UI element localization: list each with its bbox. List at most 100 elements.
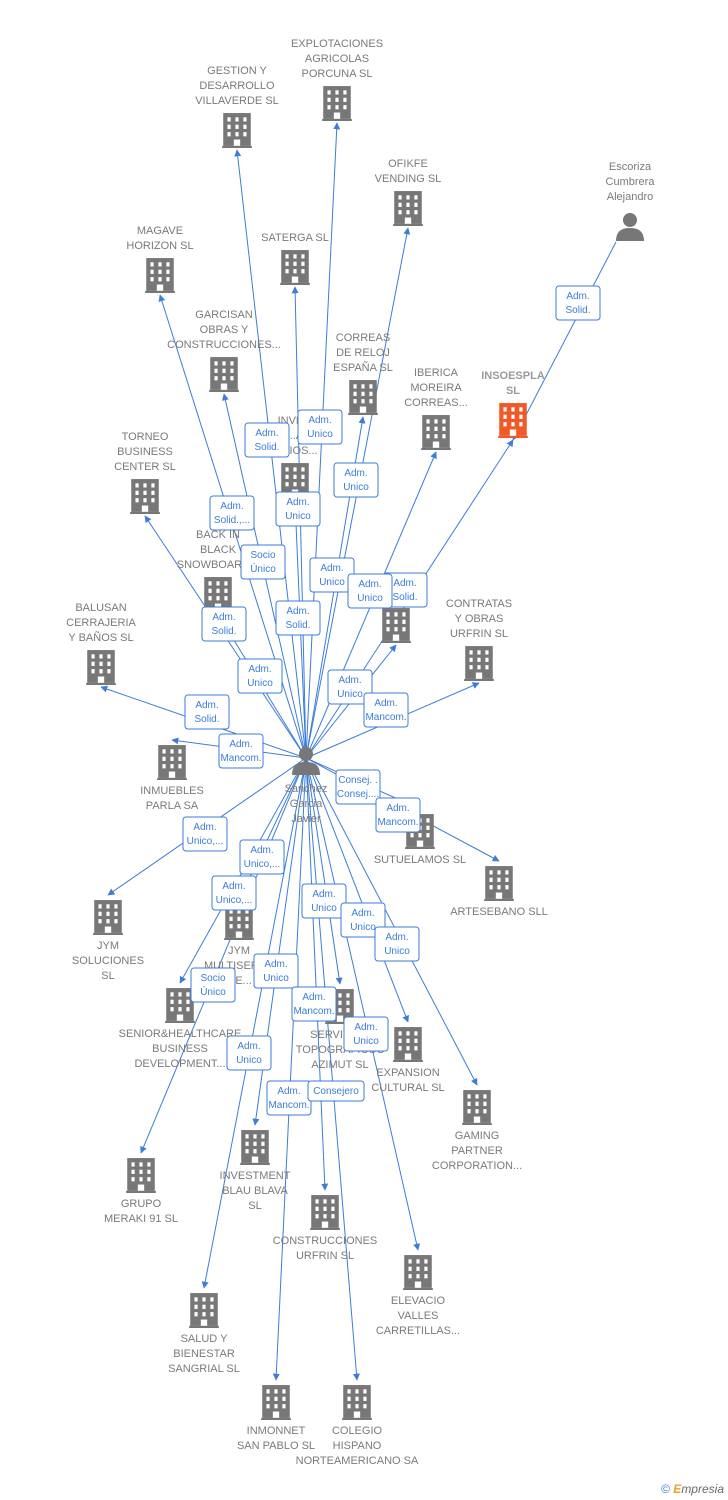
edge-label-text: Solid. (254, 442, 279, 453)
node-label: SUTUELAMOS SL (374, 854, 466, 866)
edge-label-text: Adm. (229, 739, 252, 750)
building-icon (342, 1385, 372, 1420)
edge-label-explotaciones[interactable]: Adm.Unico (297, 409, 343, 445)
edge-label-inmonnet[interactable]: Adm.Mancom. (266, 1080, 312, 1116)
company-node-elevacio[interactable]: ELEVACIOVALLESCARRETILLAS... (376, 1255, 460, 1337)
edge-label-ofikfe[interactable]: Adm.Unico (333, 462, 379, 498)
edge-label-saterga[interactable]: Adm.Unico (275, 491, 321, 527)
edge-label-gestion[interactable]: Adm.Solid. (244, 422, 290, 458)
company-node-saterga[interactable]: SATERGA SL (261, 232, 329, 285)
edge-label-text: Solid. (565, 305, 590, 316)
edge-label-construcciones_urfrin[interactable]: Adm.Mancom. (291, 986, 337, 1022)
building-icon (464, 646, 494, 681)
node-label: BLACK (200, 544, 237, 556)
edge-label-iberica[interactable]: Adm.Unico (347, 573, 393, 609)
edge-label-expansion[interactable]: Adm.Unico (340, 902, 386, 938)
edge-label-contratas[interactable]: Adm.Mancom. (363, 692, 409, 728)
edge-label-balusan[interactable]: Adm.Solid. (184, 694, 230, 730)
edge-label-jym_multi[interactable]: Adm.Unico,... (239, 839, 285, 875)
node-label: PORCUNA SL (302, 68, 373, 80)
edge-label-inmuebles[interactable]: Adm. Mancom. (218, 733, 264, 769)
building-icon (209, 357, 239, 392)
edge-label-senior[interactable]: Adm.Unico,... (211, 875, 257, 911)
edge-label-torneo[interactable]: Adm.Solid. (201, 606, 247, 642)
edge-escoriza-insoespla (512, 241, 617, 441)
edge-label-text: Adm. (344, 468, 367, 479)
building-icon (310, 1195, 340, 1230)
edge-label-magave[interactable]: Adm.Solid.,... (209, 495, 255, 531)
edge-label-text: Unico (307, 429, 333, 440)
edge-label-text: Único (250, 562, 276, 575)
node-label: URFRIN SL (296, 1250, 354, 1262)
node-label: INMONNET (247, 1425, 306, 1437)
company-node-artesebano[interactable]: ARTESEBANO SLL (450, 866, 548, 918)
edge-label-servicios_topo[interactable]: Adm.Unico (301, 883, 347, 919)
edge-label-text: Unico (384, 946, 410, 957)
edge-label-investment[interactable]: Adm.Unico (253, 953, 299, 989)
node-label: SL (248, 1200, 261, 1212)
edge-label-text: Unico (311, 903, 337, 914)
edge-label-correas[interactable]: Adm.Unico (309, 557, 355, 593)
edge-label-text: Mancom. (220, 753, 261, 764)
edge-label-text: Adm. (286, 606, 309, 617)
building-icon (126, 1158, 156, 1193)
brand-logo[interactable]: Empresia (673, 1482, 724, 1496)
node-label: OFIKFE (388, 158, 428, 170)
company-node-gaming[interactable]: GAMINGPARTNERCORPORATION... (432, 1090, 522, 1172)
edge-label-gaming[interactable]: Adm.Unico (374, 926, 420, 962)
edge-label-text: Adm. (354, 1022, 377, 1033)
edge-label-backin[interactable]: Adm.Unico (237, 658, 283, 694)
building-icon (280, 250, 310, 285)
node-label: INSOESPLA (481, 370, 545, 382)
edge-label-jym_sol[interactable]: Adm.Unico,... (182, 816, 228, 852)
edge-label-colegio[interactable]: Consejero (307, 1080, 365, 1102)
node-label: COLEGIO (332, 1425, 383, 1437)
edge-label-text: Socio (250, 550, 275, 561)
company-node-senior[interactable]: SENIOR&HEALTHCAREBUSINESSDEVELOPMENT... (119, 988, 242, 1070)
company-node-backin[interactable]: BACK INBLACKSNOWBOARD... (177, 529, 260, 612)
edge-label-elevacio[interactable]: Adm.Unico (343, 1016, 389, 1052)
building-icon (393, 191, 423, 226)
edge-label-sutuelamos[interactable]: Consej. .Consej.... (335, 769, 381, 805)
edge-label-text: Adm. (338, 675, 361, 686)
edge-label-salud[interactable]: Adm.Unico (226, 1035, 272, 1071)
building-icon (240, 1130, 270, 1165)
company-node-sutuelamos[interactable]: SUTUELAMOS SL (374, 814, 466, 866)
edge-center-grupo_meraki (140, 757, 307, 1154)
edge-label-text: Unico (263, 973, 289, 984)
edge-center-colegio (305, 757, 360, 1381)
building-icon (484, 866, 514, 901)
edge-label-text: Unico (350, 922, 376, 933)
edge-label-atlanta[interactable]: Adm.Unico (327, 669, 373, 705)
edge-label-inversiones[interactable]: Adm.Solid. (275, 600, 321, 636)
node-label: TORNEO (122, 431, 169, 443)
node-label: MOREIRA (410, 382, 462, 394)
company-node-iberica[interactable]: IBERICAMOREIRACORREAS... (404, 367, 468, 450)
edge-label-artesebano[interactable]: Adm.Mancom. (375, 797, 421, 833)
node-label: HISPANO (333, 1440, 382, 1452)
edge-label-insoespla[interactable]: Adm.Solid. (555, 285, 601, 321)
